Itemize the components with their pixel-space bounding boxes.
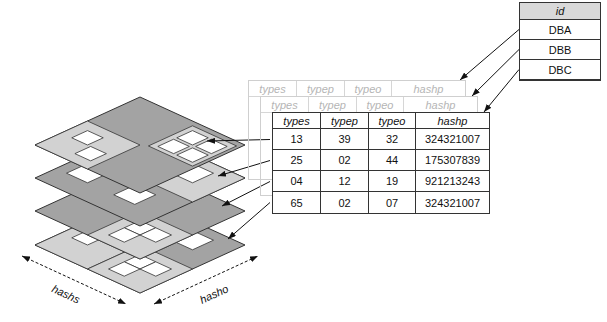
table-grid: typestypeptypeohashp13393232432100725024… (273, 113, 489, 213)
table-grid: typestypeptypeohashp (249, 81, 465, 97)
axis-label: hashs (48, 282, 83, 307)
axis-label: hasho (196, 281, 232, 306)
table-cell: 12 (321, 171, 369, 192)
database-name: DBA (549, 24, 572, 36)
column-header: id (520, 3, 600, 20)
column-header: typeo (369, 113, 416, 129)
quadtree-layers (35, 97, 245, 293)
quadtree-cell (177, 148, 209, 162)
database-name: DBC (548, 64, 571, 76)
table-cell: 13 (273, 129, 321, 150)
table-cell: 19 (369, 171, 416, 192)
row-arrow (228, 203, 270, 240)
table-cell: 02 (321, 150, 369, 171)
database-cell: DBA (519, 19, 601, 40)
table-cell: 175307839 (416, 150, 489, 171)
table-grid: typestypeptypeohashp (261, 97, 477, 113)
column-header: hashp (416, 113, 489, 129)
quadtree-cell (109, 262, 141, 276)
table-cell: 04 (273, 171, 321, 192)
quadtree-plane (35, 97, 245, 193)
column-header: typeo (345, 81, 392, 97)
column-header: typep (321, 113, 369, 129)
table-cell: 02 (321, 192, 369, 213)
quadtree-cell (140, 228, 172, 242)
table-cell: 25 (273, 150, 321, 171)
column-header: typep (309, 97, 357, 113)
table-cell: 39 (321, 129, 369, 150)
plane-base (35, 97, 245, 193)
type-table: typestypeptypeohashp13393232432100725024… (272, 112, 490, 214)
column-header: typeo (357, 97, 404, 113)
table-cell: 324321007 (416, 129, 489, 150)
pointer-arrow (472, 50, 519, 97)
column-header: types (273, 113, 321, 129)
table-cell: 32 (369, 129, 416, 150)
table-cell: 44 (369, 150, 416, 171)
table-cell: 65 (273, 192, 321, 213)
column-header: types (261, 97, 309, 113)
pointer-arrow (460, 30, 519, 81)
id-table: idDBA DBB DBC (519, 2, 601, 81)
table-cell: 07 (369, 192, 416, 213)
quadtree-cell (140, 262, 172, 276)
quadtree-cell (72, 131, 104, 145)
column-header: typep (297, 81, 345, 97)
column-header: hashp (392, 81, 465, 97)
table-cell: 921213243 (416, 171, 489, 192)
quadtree-cell (148, 126, 236, 166)
table-cell: 324321007 (416, 192, 489, 213)
quadtree-cell (35, 121, 140, 169)
quadtree-cell (75, 146, 107, 160)
column-header: types (249, 81, 297, 97)
column-header: hashp (404, 97, 477, 113)
database-cell: DBB (519, 39, 601, 60)
quadtree-cell (109, 228, 141, 242)
row-arrow (218, 161, 270, 177)
row-arrow (222, 182, 270, 207)
database-name: DBB (549, 44, 572, 56)
pointer-arrow (484, 70, 519, 113)
database-cell: DBC (519, 59, 601, 80)
